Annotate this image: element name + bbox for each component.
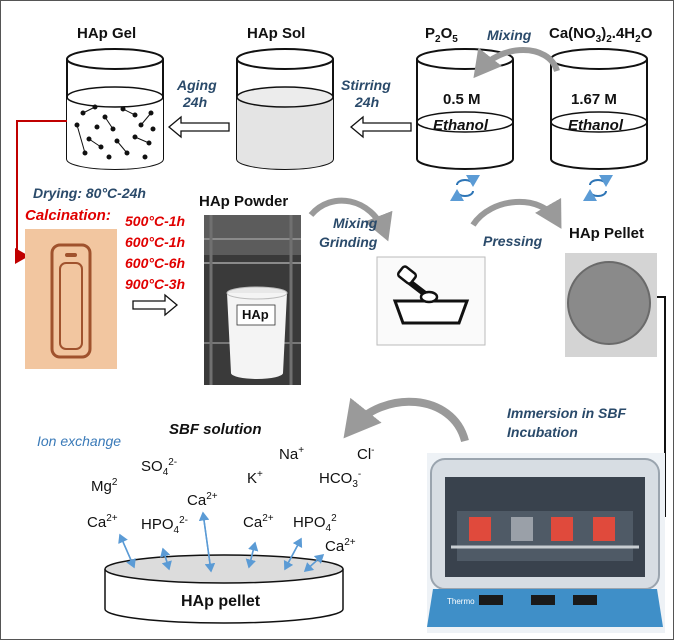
gel-beaker — [66, 48, 164, 170]
mixing-label: Mixing — [487, 27, 532, 43]
mixing-grinding-label-2: Grinding — [319, 234, 378, 250]
immersion-label-1: Immersion in SBF — [507, 405, 627, 421]
hollow-arrow-aging — [167, 115, 230, 139]
ion-cl: Cl- — [357, 445, 375, 463]
ca-nitrate-label: Ca(NO3)2.4H2O — [549, 25, 653, 45]
incubator-brand-label: Thermo — [447, 597, 475, 606]
calc-step-4: 900°C-3h — [125, 276, 186, 292]
sbf-solution-label: SBF solution — [169, 421, 262, 438]
crucible-image — [25, 229, 117, 369]
immersion-label-2: Incubation — [507, 424, 578, 440]
ion-hpo4-1: HPO42- — [141, 515, 188, 536]
ion-arrows — [118, 511, 325, 573]
ion-hpo4-2: HPO42 — [293, 513, 337, 534]
hap-sol-label: HAp Sol — [247, 25, 306, 42]
mixing-grinding-curve-arrow — [308, 197, 393, 242]
red-connector — [15, 120, 67, 264]
drying-label: Drying: 80°C-24h — [33, 185, 146, 201]
hap-powder-label: HAp Powder — [199, 193, 289, 210]
aging-time-label: 24h — [183, 94, 208, 110]
pellet-photo — [565, 253, 657, 357]
ethanol-right-label: Ethanol — [568, 117, 623, 134]
stirring-label: Stirring — [341, 77, 391, 93]
hollow-arrow-stirring — [349, 115, 412, 139]
ion-ca-1: Ca2+ — [87, 513, 118, 531]
ion-ca-4: Ca2+ — [325, 537, 356, 555]
sbf-curve-arrow — [343, 397, 469, 443]
pressing-label: Pressing — [483, 233, 543, 249]
ethanol-left-label: Ethanol — [433, 117, 488, 134]
stir-icon-right — [583, 174, 613, 202]
pressing-curve-arrow — [470, 197, 562, 229]
ion-mg: Mg2 — [91, 477, 118, 495]
mixing-curve-arrow — [473, 47, 560, 79]
calcination-label: Calcination: — [25, 207, 111, 224]
pellet-disk-label: HAp pellet — [181, 593, 261, 610]
ion-ca-3: Ca2+ — [243, 513, 274, 531]
hap-beaker-label: HAp — [242, 307, 269, 322]
ion-k: K+ — [247, 469, 263, 487]
hap-gel-label: HAp Gel — [77, 25, 137, 42]
conc-right-label: 1.67 M — [571, 91, 617, 108]
calc-step-1: 500°C-1h — [125, 213, 186, 229]
ion-exchange-label: Ion exchange — [37, 433, 122, 449]
gel-network — [74, 104, 156, 160]
hollow-arrow-calcination — [132, 293, 179, 317]
p2o5-label: P2O5 — [425, 25, 458, 45]
ion-so4: SO42- — [141, 457, 178, 478]
mixing-grinding-label-1: Mixing — [333, 215, 378, 231]
powder-photo — [204, 215, 301, 385]
ca-nitrate-beaker — [550, 48, 648, 170]
ion-na: Na+ — [279, 445, 305, 463]
stir-icon-left — [450, 174, 480, 202]
hap-pellet-label: HAp Pellet — [569, 225, 645, 242]
calc-step-2: 600°C-1h — [125, 234, 186, 250]
stirring-time-label: 24h — [355, 94, 380, 110]
ion-hco3: HCO3- — [319, 469, 362, 490]
aging-label: Aging — [177, 77, 217, 93]
mortar-pestle-image — [376, 256, 486, 346]
ion-ca-2: Ca2+ — [187, 491, 218, 509]
incubator-image — [427, 453, 665, 633]
p2o5-beaker — [416, 48, 514, 170]
calc-step-3: 600°C-6h — [125, 255, 186, 271]
conc-left-label: 0.5 M — [443, 91, 481, 108]
sol-beaker — [236, 48, 334, 170]
pellet-disk — [104, 554, 344, 624]
